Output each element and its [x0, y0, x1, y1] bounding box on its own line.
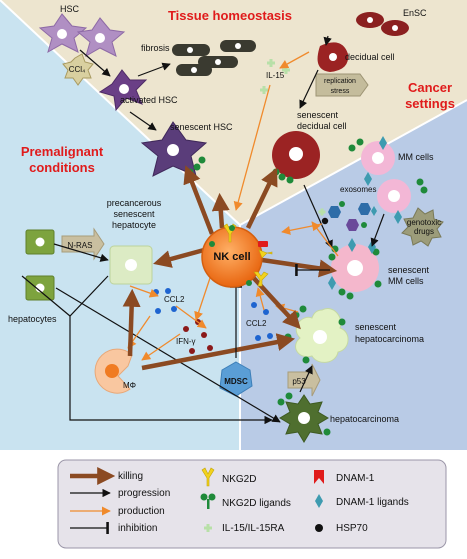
replication-stress-box — [315, 73, 369, 97]
macrophage-cell — [94, 348, 133, 394]
precancerous-label-3: hepatocyte — [112, 220, 156, 230]
macrophage-label: MΦ — [123, 381, 136, 390]
legend-dnam1-ligands-icon — [315, 494, 323, 508]
hepatocytes-label: hepatocytes — [8, 314, 57, 324]
nras-label: N-RAS — [68, 241, 93, 250]
replication-stress-label: replication — [324, 78, 356, 85]
hsc-cells — [38, 13, 126, 58]
senescent-decidual-label: senescent — [297, 110, 339, 120]
hepatocarcinoma-cell — [277, 392, 331, 443]
legend — [57, 459, 447, 549]
ifng-label: IFN-γ — [176, 337, 196, 346]
legend-nkg2d-label: NKG2D — [222, 474, 256, 485]
ccl4-label: CCl₄ — [69, 65, 86, 74]
legend-nkg2d-ligands-label: NKG2D ligands — [222, 498, 291, 509]
legend-inhibition-label: inhibition — [118, 523, 157, 534]
nras-box — [61, 227, 105, 261]
hsc-label: HSC — [60, 4, 80, 14]
legend-progression-label: progression — [118, 488, 170, 499]
ccl2-right-dots — [251, 302, 273, 341]
legend-hsp70-icon — [315, 524, 323, 532]
genotoxic-label: genotoxic — [407, 218, 441, 227]
hepatocarcinoma-label: hepatocarcinoma — [330, 414, 399, 424]
activated-hsc-cell — [98, 69, 148, 112]
legend-dnam1-ligands-label: DNAM-1 ligands — [336, 497, 409, 508]
replication-stress-label-2: stress — [331, 88, 350, 95]
nk-cell-label: NK cell — [213, 251, 250, 263]
senescent-hcc-label-2: hepatocarcinoma — [355, 334, 424, 344]
senescent-hcc-label: senescent — [355, 322, 397, 332]
genotoxic-drugs-badge — [401, 207, 444, 247]
hepatocyte-cells — [25, 229, 55, 301]
legend-dnam1-icon — [314, 470, 324, 484]
mdsc-label: MDSC — [224, 377, 248, 386]
mm-cells — [348, 136, 428, 224]
section-title-tissue: Tissue homeostasis — [168, 8, 292, 23]
fibrosis-label: fibrosis — [141, 43, 170, 53]
precancerous-label: precancerous — [107, 198, 162, 208]
senescent-hsc-label: senescent HSC — [170, 122, 233, 132]
section-title-premalignant: Premalignant — [21, 144, 104, 159]
section-title-cancer: Cancer — [408, 80, 452, 95]
legend-production-label: production — [118, 506, 165, 517]
nk-cell — [201, 223, 273, 288]
senescent-mm-label: senescent — [388, 265, 430, 275]
ccl2-right-label: CCL2 — [246, 319, 267, 328]
mm-cells-label: MM cells — [398, 152, 434, 162]
exosome-particles — [318, 201, 377, 231]
il15-icons — [260, 59, 290, 94]
progression-arrows — [53, 35, 385, 423]
activated-hsc-label: activated HSC — [120, 95, 178, 105]
legend-nkg2d-ligands-icon — [200, 493, 216, 509]
ccl2-left-label: CCL2 — [164, 295, 185, 304]
legend-dnam1-label: DNAM-1 — [336, 473, 375, 484]
ensc-label: EnSC — [403, 8, 427, 18]
genotoxic-label-2: drugs — [414, 227, 434, 236]
legend-il15-icon — [204, 524, 212, 532]
decidual-cell — [317, 42, 349, 72]
decidual-cell-label: decidual cell — [345, 52, 395, 62]
p53-label: p53 — [292, 377, 306, 386]
legend-killing-label: killing — [118, 471, 143, 482]
hepatocytes-to-hcc-line — [69, 316, 273, 425]
inhibition-arrows — [230, 264, 330, 358]
section-title-premalignant-2: conditions — [29, 160, 95, 175]
legend-nkg2d-icon — [201, 467, 215, 487]
il15-label: IL-15 — [266, 71, 285, 80]
section-title-cancer-2: settings — [405, 96, 455, 111]
legend-il15-label: IL-15/IL-15RA — [222, 523, 285, 534]
fibrosis-fibers — [172, 40, 256, 76]
legend-hsp70-label: HSP70 — [336, 523, 368, 534]
senescent-mm-label-2: MM cells — [388, 276, 424, 286]
precancerous-label-2: senescent — [113, 209, 155, 219]
ensc-cells — [356, 12, 409, 36]
exosomes-label: exosomes — [340, 185, 376, 194]
senescent-decidual-label-2: decidual cell — [297, 121, 347, 131]
ccl4-badge — [62, 53, 94, 86]
senescent-decidual-cell — [272, 131, 320, 184]
senescent-mm-cell — [328, 238, 382, 300]
precancerous-hepatocyte-cell — [109, 245, 153, 285]
